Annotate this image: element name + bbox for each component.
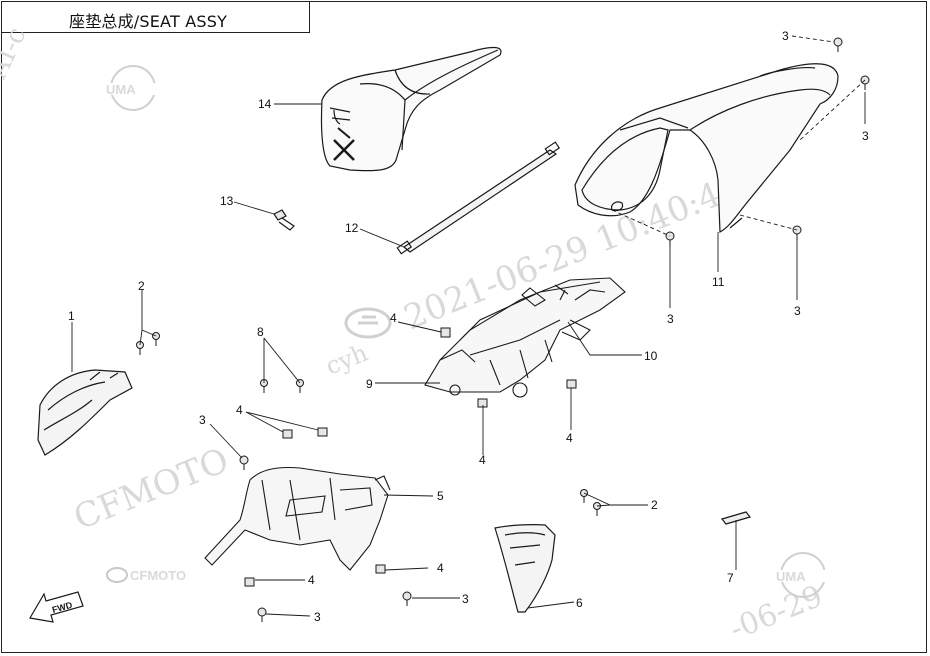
- screw-2-d: [593, 502, 601, 516]
- callout-4-b: 4: [437, 561, 444, 575]
- clip-4-fender-b: [375, 564, 386, 574]
- clip-4-center: [440, 327, 451, 338]
- callout-5: 5: [437, 489, 444, 503]
- screw-3-low: [402, 591, 412, 606]
- part-14-seat-cowl: [320, 46, 502, 172]
- screw-3-left: [239, 455, 249, 470]
- callout-3-top: 3: [782, 29, 789, 43]
- callout-3-low: 3: [462, 592, 469, 606]
- clip-4-fender-a: [244, 577, 255, 587]
- callout-12: 12: [345, 221, 359, 235]
- part-5-inner-fender: [204, 466, 391, 571]
- cfmoto-logo-center: [344, 307, 392, 339]
- fwd-arrow: FWD: [29, 591, 84, 623]
- callout-4-a: 4: [308, 573, 315, 587]
- page-title: 座垫总成/SEAT ASSY: [69, 12, 228, 31]
- callout-3-mid: 3: [667, 312, 674, 326]
- callout-2b: 2: [651, 498, 658, 512]
- callout-10: 10: [644, 349, 658, 363]
- watermark-datestamp-short: -06-29: [725, 579, 828, 648]
- callout-2a: 2: [138, 279, 145, 293]
- callout-4-bottom: 4: [479, 453, 486, 467]
- svg-text:UMA: UMA: [776, 569, 806, 584]
- cfmoto-logo-bottom: CFMOTO: [106, 567, 186, 583]
- clip-4-bottom: [477, 398, 488, 408]
- screw-8-b: [296, 379, 304, 393]
- part-1-left-cover: [37, 369, 133, 456]
- callout-13: 13: [220, 194, 234, 208]
- uma-logo-bottom: UMA: [774, 552, 832, 598]
- watermark-user: cyh: [322, 339, 372, 381]
- part-7-pad: [720, 511, 752, 525]
- svg-text:UMA: UMA: [106, 82, 136, 97]
- callout-3-bottom: 3: [314, 610, 321, 624]
- callout-1: 1: [68, 309, 75, 323]
- part-11-tail-cowl: [574, 63, 839, 233]
- callout-8: 8: [257, 325, 264, 339]
- watermark-edge-text: AI-c: [0, 23, 32, 84]
- clip-4-b: [317, 427, 328, 437]
- callout-11: 11: [712, 275, 725, 289]
- screw-3-right: [860, 75, 870, 90]
- callout-4-center: 4: [390, 311, 397, 325]
- screw-3-bottom: [257, 607, 267, 622]
- clip-4-low: [566, 379, 577, 389]
- uma-logo-top: UMA: [104, 65, 162, 111]
- callout-14: 14: [258, 97, 272, 111]
- callout-3-right: 3: [862, 129, 869, 143]
- clip-4-a: [282, 429, 293, 439]
- callout-3-left: 3: [199, 413, 206, 427]
- part-9-seat-bracket: [424, 277, 626, 398]
- watermark-brand-text: CFMOTO: [68, 440, 234, 538]
- part-12-strap: [396, 141, 561, 255]
- callout-4-low: 4: [566, 431, 573, 445]
- screw-2-c: [580, 489, 588, 503]
- part-6-right-cover: [494, 524, 556, 613]
- callout-6: 6: [576, 596, 583, 610]
- callout-3-right2: 3: [794, 304, 801, 318]
- callout-4-left: 4: [236, 403, 243, 417]
- callout-numbers: 14 13 12 3 3 11 3 3 2 1 8 4 10 9 4 3 4 4…: [68, 29, 869, 624]
- screw-3-right2: [792, 225, 802, 240]
- callout-7: 7: [727, 571, 734, 585]
- screw-3-top: [833, 37, 843, 52]
- callout-9: 9: [366, 377, 373, 391]
- leader-lines: [71, 35, 866, 617]
- svg-text:CFMOTO: CFMOTO: [130, 568, 186, 583]
- part-13-bolt: [273, 209, 295, 231]
- screw-3-mid: [665, 231, 675, 246]
- title-box: 座垫总成/SEAT ASSY: [1, 1, 310, 33]
